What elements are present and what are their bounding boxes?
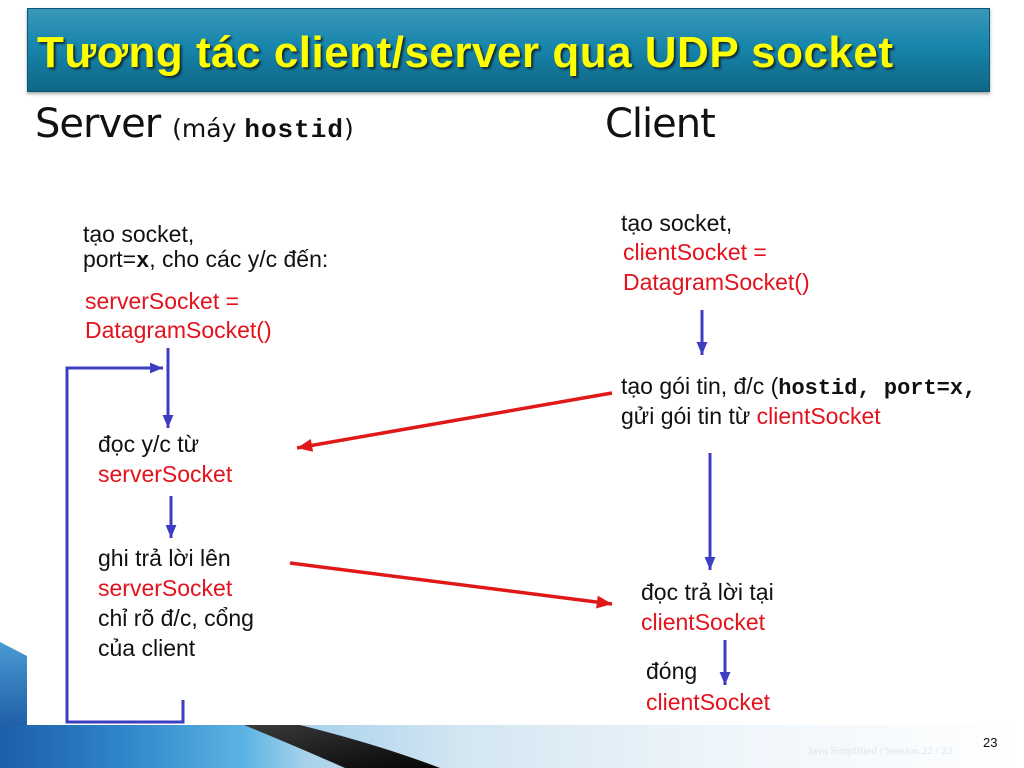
left-blue-wedge	[0, 642, 27, 726]
client-receive-line1: đọc trả lời tại	[641, 579, 774, 605]
client-send-line1-prefix: tạo gói tin, đ/c (	[621, 373, 779, 399]
client-create-line1: tạo socket,	[621, 210, 733, 236]
server-host-close: )	[343, 114, 354, 143]
server-write-line4: của client	[98, 635, 196, 661]
server-heading-label: Server	[35, 101, 161, 147]
server-host-code: hostid	[244, 115, 344, 145]
server-heading: Server (máy hostid)	[35, 104, 354, 150]
server-write-code: serverSocket	[98, 575, 233, 601]
server-port-code: x	[136, 249, 150, 274]
slide-footer: Java Simplified / Session 22 / 23	[808, 745, 953, 757]
server-create-port-line: port=x, cho các y/c đến:	[83, 245, 328, 276]
client-send-line1: tạo gói tin, đ/c (hostid, port=x,	[621, 372, 976, 403]
client-send-line2: gửi gói tin từ clientSocket	[621, 402, 881, 431]
bottom-gradient-band	[0, 725, 1024, 768]
client-receive-code: clientSocket	[641, 609, 766, 635]
server-create-code-line2: DatagramSocket()	[85, 317, 272, 343]
title-bar: Tương tác client/server qua UDP socket	[27, 8, 990, 92]
client-close-code: clientSocket	[646, 689, 771, 715]
bottom-black-swoosh	[244, 725, 440, 768]
client-heading: Client	[605, 101, 716, 147]
client-send-line2-prefix: gửi gói tin từ	[621, 403, 757, 429]
client-create-code-line1: clientSocket =	[623, 239, 767, 265]
client-close-line1: đóng	[646, 658, 698, 684]
server-write-line1: ghi trả lời lên	[98, 545, 231, 571]
server-host-open: (máy	[172, 114, 245, 143]
slide-title: Tương tác client/server qua UDP socket	[37, 28, 894, 77]
server-read-line1: đọc y/c từ	[98, 431, 200, 457]
client-create-code-line2: DatagramSocket()	[623, 269, 810, 295]
server-create-line1: tạo socket,	[83, 221, 195, 247]
server-create-code-line1: serverSocket =	[85, 288, 240, 314]
server-write-line3: chỉ rõ đ/c, cổng	[98, 605, 254, 631]
server-port-rest: , cho các y/c đến:	[149, 246, 329, 272]
server-read-code: serverSocket	[98, 461, 233, 487]
server-port-label: port=	[83, 246, 137, 272]
slide-number: 23	[983, 735, 998, 750]
client-send-line1-code: hostid, port=x,	[778, 376, 977, 401]
client-send-line2-code: clientSocket	[756, 403, 881, 429]
